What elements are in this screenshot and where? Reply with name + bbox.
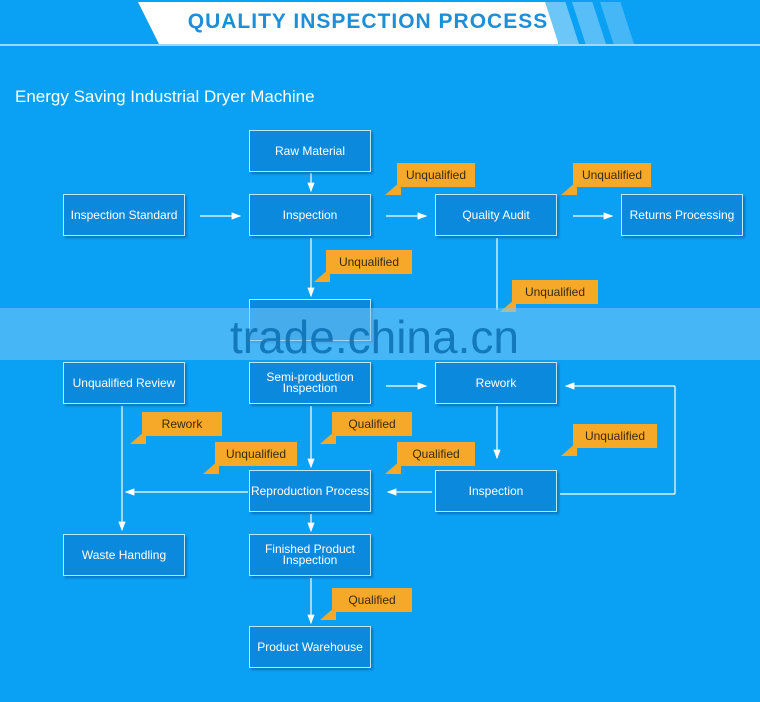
node-inspection-2: Inspection	[435, 470, 557, 512]
watermark: trade.china.cn	[230, 311, 519, 363]
watermark-band	[0, 308, 760, 360]
page-title: QUALITY INSPECTION PROCESS	[187, 10, 549, 33]
node-product-warehouse: Product Warehouse	[249, 626, 371, 668]
tag-qualified: Qualified	[385, 442, 475, 474]
node-returns-processing: Returns Processing	[621, 194, 743, 236]
node-inspection: Inspection	[249, 194, 371, 236]
node-unqualified-review: Unqualified Review	[63, 362, 185, 404]
tag-qualified: Qualified	[320, 588, 412, 620]
tag-rework: Rework	[130, 412, 222, 444]
title-banner	[138, 2, 558, 44]
node-semi-production-inspection: Semi-production Inspection	[249, 362, 371, 404]
node-inspection-standard: Inspection Standard	[63, 194, 185, 236]
tag-qualified: Qualified	[320, 412, 412, 444]
node-raw-material: Raw Material	[249, 130, 371, 172]
tag-unqualified: Unqualified	[203, 442, 297, 474]
tag-unqualified: Unqualified	[561, 424, 657, 456]
tag-unqualified: Unqualified	[500, 280, 598, 312]
node-finished-product-inspection: Finished Product Inspection	[249, 534, 371, 576]
node-reproduction-process: Reproduction Process	[249, 470, 371, 512]
node-waste-handling: Waste Handling	[63, 534, 185, 576]
tag-unqualified: Unqualified	[314, 250, 412, 282]
tag-unqualified: Unqualified	[561, 163, 651, 195]
node-rework: Rework	[435, 362, 557, 404]
product-name: Energy Saving Industrial Dryer Machine	[15, 87, 315, 106]
node-quality-audit: Quality Audit	[435, 194, 557, 236]
tag-unqualified: Unqualified	[385, 163, 475, 195]
